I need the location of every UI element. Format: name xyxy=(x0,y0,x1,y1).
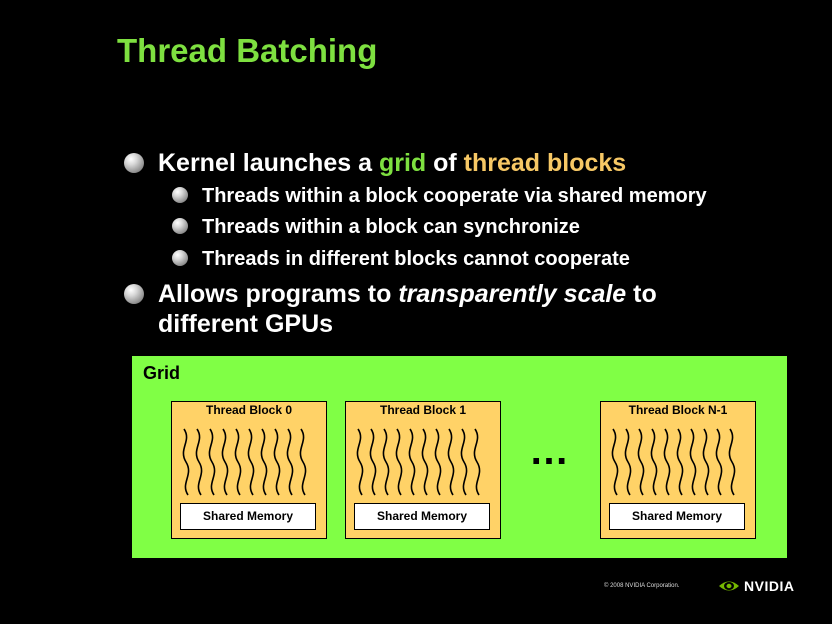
threads-wave-icon xyxy=(356,428,481,496)
thread-line xyxy=(447,428,455,496)
nvidia-wordmark: NVIDIA xyxy=(744,578,795,594)
thread-line xyxy=(286,428,294,496)
thread-line xyxy=(460,428,468,496)
thread-line xyxy=(369,428,377,496)
bullet-text: Threads within a block cooperate via sha… xyxy=(202,185,707,207)
thread-blocks-highlight: thread blocks xyxy=(463,149,627,177)
thread-line xyxy=(611,428,619,496)
thread-line xyxy=(382,428,390,496)
thread-line xyxy=(421,428,429,496)
thread-line xyxy=(663,428,671,496)
copyright-text: © 2008 NVIDIA Corporation. xyxy=(604,583,680,589)
thread-line xyxy=(195,428,203,496)
thread-line xyxy=(728,428,736,496)
bullet-ball-icon xyxy=(124,284,144,304)
nvidia-eye-icon xyxy=(719,581,739,591)
shared-memory: Shared Memory xyxy=(180,503,316,530)
text-segment: different GPUs xyxy=(158,310,334,338)
thread-line xyxy=(676,428,684,496)
bullet-ball-icon xyxy=(172,218,188,234)
bullet-ball-icon xyxy=(124,153,144,173)
bullet-text: Threads in different blocks cannot coope… xyxy=(202,248,630,270)
thread-line xyxy=(715,428,723,496)
thread-line xyxy=(689,428,697,496)
sub-bullet-synchronize: Threads within a block can synchronize xyxy=(172,215,580,239)
bullet-scale: Allows programs to transparently scale t… xyxy=(124,279,657,339)
text-segment: of xyxy=(426,149,464,177)
thread-line xyxy=(260,428,268,496)
thread-line xyxy=(637,428,645,496)
bullet-ball-icon xyxy=(172,187,188,203)
sub-bullet-no-cooperate: Threads in different blocks cannot coope… xyxy=(172,247,630,271)
thread-line xyxy=(182,428,190,496)
thread-line xyxy=(434,428,442,496)
thread-block-title: Thread Block 1 xyxy=(379,403,467,417)
thread-line xyxy=(702,428,710,496)
threads-wave-icon xyxy=(611,428,736,496)
threads-wave-icon xyxy=(182,428,307,496)
text-segment: Kernel launches a xyxy=(158,149,379,177)
text-segment: to xyxy=(626,280,657,308)
shared-memory: Shared Memory xyxy=(609,503,745,530)
thread-line xyxy=(208,428,216,496)
grid-diagram: Grid Thread Block 0 Shared Memory Thread… xyxy=(132,356,787,558)
thread-line xyxy=(221,428,229,496)
thread-block-title: Thread Block 0 xyxy=(205,403,293,417)
thread-block-n-1: Thread Block N-1 Shared Memory xyxy=(600,401,756,539)
thread-block-0: Thread Block 0 Shared Memory xyxy=(171,401,327,539)
bullet-ball-icon xyxy=(172,250,188,266)
thread-block-1: Thread Block 1 Shared Memory xyxy=(345,401,501,539)
nvidia-logo: NVIDIA xyxy=(718,578,794,594)
bullet-text: Kernel launches a grid of thread blocks xyxy=(158,148,626,178)
grid-highlight: grid xyxy=(378,149,427,177)
sub-bullet-cooperate: Threads within a block cooperate via sha… xyxy=(172,184,707,208)
thread-line xyxy=(395,428,403,496)
ellipsis: … xyxy=(529,429,571,473)
slide-title: Thread Batching xyxy=(117,32,378,69)
bullet-kernel-launch: Kernel launches a grid of thread blocks xyxy=(124,148,626,178)
text-segment: Allows programs to xyxy=(158,280,399,308)
bullet-text: Allows programs to transparently scale t… xyxy=(158,279,657,339)
thread-line xyxy=(624,428,632,496)
thread-line xyxy=(473,428,481,496)
shared-memory: Shared Memory xyxy=(354,503,490,530)
thread-line xyxy=(299,428,307,496)
thread-line xyxy=(273,428,281,496)
emphasis-text: transparently scale xyxy=(398,280,627,308)
thread-line xyxy=(234,428,242,496)
thread-block-title: Thread Block N-1 xyxy=(628,403,728,417)
grid-label: Grid xyxy=(143,363,181,383)
bullet-text: Threads within a block can synchronize xyxy=(202,216,580,238)
thread-line xyxy=(247,428,255,496)
thread-line xyxy=(650,428,658,496)
thread-line xyxy=(356,428,364,496)
thread-line xyxy=(408,428,416,496)
